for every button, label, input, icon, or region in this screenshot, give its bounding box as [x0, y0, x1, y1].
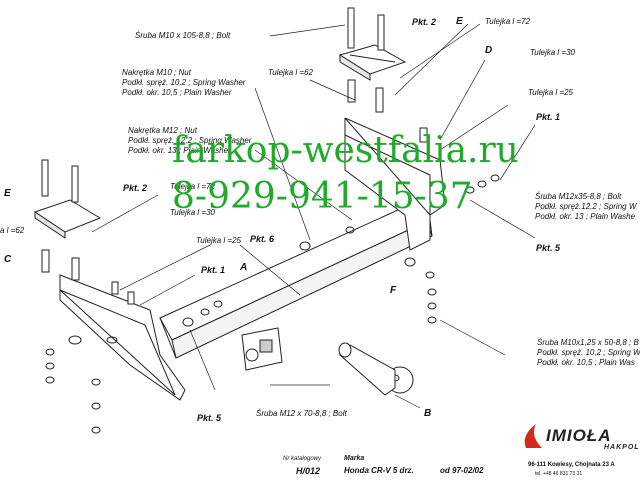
part-pkt5-right: Pkt. 5 [536, 243, 561, 253]
label-bolt-m12x70: Śruba M12 x 70-8,8 ; Bolt [256, 409, 347, 418]
footer-make-label: Marka [344, 455, 365, 462]
bolts-left [41, 159, 135, 305]
part-d: D [485, 45, 493, 56]
label-tulejka-25-top: Tulejka l =25 [528, 88, 573, 97]
footer-catalog-label: Nr katalogowy [283, 456, 322, 462]
label-plain-m12: Podkł. okr. 13 ; Plain Washer [128, 146, 231, 155]
label-tulejka-62-top: Tulejka l =62 [268, 68, 313, 77]
label-spring-m12-right: Podkł. spręż.12,2 ; Spring W [535, 202, 637, 211]
leader-lines [91, 23, 536, 409]
part-pkt2-top: Pkt. 2 [412, 17, 437, 27]
label-plain-m10-right: Podkł. okr. 10,5 ; Plain Was [537, 358, 635, 367]
brand-sub: HAKPOL [604, 444, 640, 451]
part-pkt1-mid: Pkt. 1 [201, 265, 226, 275]
label-bolt-m10x125: Śruba M10x1,25 x 50-8,8 ; B [537, 338, 639, 347]
part-pkt5-bottom: Pkt. 5 [197, 413, 222, 423]
socket-plate [241, 327, 283, 371]
label-spring-m10: Podkł. spręż. 10,2 ; Spring Washer [122, 78, 246, 87]
tow-ball-b [338, 342, 414, 396]
label-plain-m12-right: Podkł. okr. 13 ; Plain Washe [535, 212, 636, 221]
watermark-site: farkop-westfalia.ru [172, 130, 519, 171]
label-nut-m12: Nakrętka M12 ; Nut [128, 126, 197, 135]
label-tulejka-72-mid: Tulejka l =72 [170, 182, 215, 191]
label-spring-m10-right: Podkł. spręż. 10,2 ; Spring W [537, 348, 640, 357]
part-e-top: E [456, 16, 463, 27]
part-c: C [4, 254, 12, 265]
bracket-d [344, 117, 446, 251]
label-tulejka-30-mid: Tulejka l =30 [170, 208, 215, 217]
part-f: F [390, 285, 397, 296]
bracket-c [59, 274, 186, 401]
part-b: B [424, 408, 432, 419]
brand-phone: tel. +48 46 831 73 31 [535, 471, 583, 477]
label-spring-m12: Podkł. spręż. 12,2 ; Spring Washer [128, 136, 252, 145]
footer-make: Honda CR-V 5 drz. [344, 466, 414, 475]
footer-since: od 97-02/02 [440, 466, 484, 475]
washers [45, 174, 500, 434]
label-plain-m10: Podkł. okr. 10,5 ; Plain Washer [122, 88, 232, 97]
bolts-top [347, 7, 428, 143]
brand-logo-icon [524, 424, 542, 448]
watermark-phone: 8-929-941-15-37 [172, 176, 473, 217]
part-pkt6: Pkt. 6 [250, 234, 275, 244]
part-e-left: E [4, 188, 11, 199]
label-bolt-m10: Śruba M10 x 105-8,8 ; Bolt [135, 31, 231, 40]
label-bolt-m12x35: Śruba M12x35-8,8 ; Bolt [535, 192, 622, 201]
brand-address: 96-111 Kowiesy, Chojnata 23 A [528, 462, 615, 468]
part-pkt2-left: Pkt. 2 [123, 183, 148, 193]
footer-catalog-no: H/012 [296, 466, 321, 476]
label-tulejka-72-top: Tulejka l =72 [485, 17, 530, 26]
part-a: A [240, 262, 248, 273]
label-tulejka-30-top: Tulejka l =30 [530, 48, 575, 57]
crossbar-a [159, 199, 433, 359]
brand-name: IMIOŁA [546, 426, 612, 445]
part-pkt1-right: Pkt. 1 [536, 112, 561, 122]
plate-e-top [338, 44, 407, 81]
label-nut-m10: Nakrętka M10 ; Nut [122, 68, 191, 77]
label-tulejka-62-left: a l =62 [0, 226, 25, 235]
plate-e-left [33, 199, 102, 239]
label-tulejka-25-mid: Tulejka l =25 [196, 236, 241, 245]
